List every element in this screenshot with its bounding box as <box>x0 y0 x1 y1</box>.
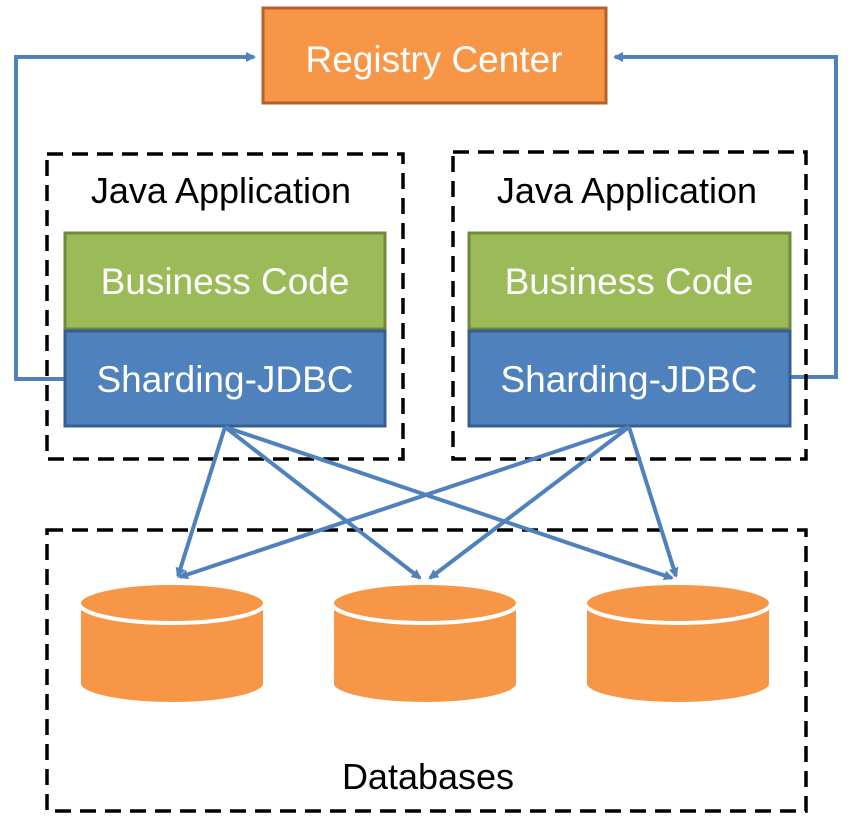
databases-group: Databases <box>45 528 808 813</box>
database-cylinder-1 <box>77 581 267 706</box>
sharding-jdbc-right-box <box>467 329 792 428</box>
databases-label: Databases <box>342 756 514 797</box>
connector-left-to-db2 <box>223 425 422 580</box>
java-app-left-boundary <box>45 152 405 461</box>
registry-connector-right <box>613 52 838 379</box>
database-2-body <box>330 601 520 706</box>
business-code-right-label: Business Code <box>505 261 754 302</box>
database-2-top <box>330 581 520 625</box>
database-cylinder-2 <box>330 581 520 706</box>
connector-left-to-db3 <box>224 425 674 581</box>
database-3-top <box>583 581 773 625</box>
database-1-body <box>77 601 267 706</box>
business-code-left-box <box>63 231 387 331</box>
java-app-left-title: Java Application <box>91 170 351 211</box>
databases-boundary <box>45 528 808 813</box>
registry-connector-left <box>14 52 256 381</box>
java-app-right-title: Java Application <box>497 170 757 211</box>
connector-right-to-db2 <box>428 425 631 580</box>
database-1-top <box>77 581 267 625</box>
database-cylinders <box>77 581 773 706</box>
java-app-right-boundary <box>451 150 808 461</box>
sharding-jdbc-right-label: Sharding-JDBC <box>500 359 757 400</box>
registry-center-box <box>261 6 608 105</box>
connector-left-to-db1 <box>175 426 227 578</box>
business-code-right-box <box>467 231 792 331</box>
registry-center: Registry Center <box>261 6 608 105</box>
business-code-left-label: Business Code <box>101 261 350 302</box>
registry-center-label: Registry Center <box>305 39 562 80</box>
database-cylinder-3 <box>583 581 773 706</box>
db-connectors <box>175 425 679 581</box>
connector-right-to-db3 <box>627 426 679 578</box>
database-3-body <box>583 601 773 706</box>
registry-connectors <box>14 52 838 381</box>
java-app-right: Java Application Business Code Sharding-… <box>451 150 808 461</box>
connector-right-to-db1 <box>178 425 630 580</box>
java-app-left: Java Application Business Code Sharding-… <box>45 152 405 461</box>
sharding-jdbc-left-box <box>63 329 387 428</box>
sharding-jdbc-left-label: Sharding-JDBC <box>96 359 353 400</box>
